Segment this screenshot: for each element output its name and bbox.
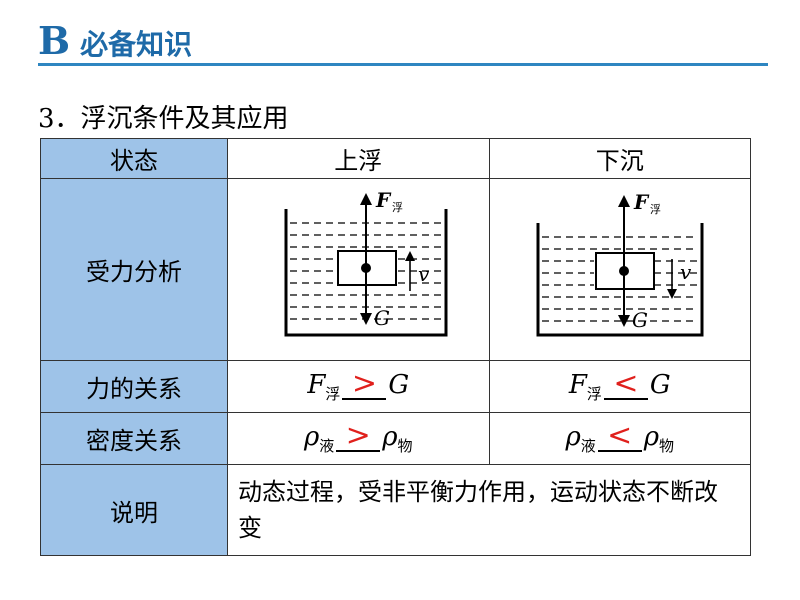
velocity-label: v [680, 260, 692, 284]
formula-right: G [649, 369, 671, 400]
sink-force-diagram: F 浮 G v [536, 190, 704, 336]
answer-blank: > [336, 420, 381, 452]
density-relation-float: ρ液>ρ物 [227, 412, 490, 465]
container-outline [284, 208, 448, 336]
row-label-state: 状态 [40, 138, 228, 179]
buoyancy-label: F [375, 188, 392, 212]
header-title: 必备知识 [80, 28, 193, 61]
formula-left: ρ [565, 421, 581, 452]
formula-left-sub: 浮 [325, 384, 341, 403]
water [541, 235, 698, 322]
density-relation-sink: ρ液<ρ物 [488, 412, 751, 465]
formula-right-sub: 物 [659, 436, 675, 455]
container-outline [536, 222, 704, 336]
diagram-cell-sink: F 浮 G v [488, 178, 751, 361]
formula-left: F [307, 369, 326, 400]
diagram-cell-float: F 浮 G v [227, 178, 490, 361]
formula-right: ρ [643, 421, 660, 452]
buoyancy-label: F [633, 190, 650, 214]
formula: ρ液<ρ物 [565, 420, 675, 455]
header-letter: B [38, 18, 71, 63]
formula-left: ρ [303, 421, 320, 452]
header-divider [38, 63, 768, 66]
table-row-note: 说明 动态过程，受非平衡力作用，运动状态不断改变 [40, 464, 751, 556]
header-float: 上浮 [227, 138, 490, 179]
row-label-force: 受力分析 [40, 178, 228, 361]
answer-blank: < [597, 420, 642, 452]
row-label-force-relation: 力的关系 [40, 360, 228, 413]
row-label-density-relation: 密度关系 [40, 412, 228, 465]
section-title: 3．浮沉条件及其应用 [38, 104, 289, 134]
formula-right: ρ [382, 421, 398, 452]
formula: ρ液>ρ物 [303, 420, 413, 455]
answer-blank: > [342, 368, 387, 400]
formula: F浮<G [568, 368, 671, 403]
velocity-arrowhead [405, 250, 416, 261]
row-label-note: 说明 [40, 464, 228, 556]
buoyancy-sub: 浮 [650, 203, 661, 216]
gravity-arrowhead [360, 312, 373, 325]
buoyancy-table: 状态 上浮 下沉 受力分析 [40, 138, 751, 556]
formula: F浮>G [307, 368, 410, 403]
table-row-force-relation: 力的关系 F浮>G F浮<G [40, 360, 751, 413]
buoyancy-arrowhead [360, 192, 373, 205]
buoyancy-sub: 浮 [392, 201, 403, 214]
formula-right-sub: 物 [397, 436, 413, 455]
table-row-force: 受力分析 [40, 178, 751, 361]
buoyancy-arrowhead [617, 194, 630, 207]
note-text: 动态过程，受非平衡力作用，运动状态不断改变 [227, 464, 751, 556]
formula-right: G [388, 369, 410, 400]
header-sink: 下沉 [488, 138, 751, 179]
float-force-diagram: F 浮 G v [284, 188, 448, 336]
gravity-label: G [374, 306, 390, 330]
answer-blank: < [603, 368, 648, 400]
force-relation-float: F浮>G [227, 360, 490, 413]
velocity-arrowhead [666, 288, 677, 299]
velocity-label: v [418, 262, 430, 286]
table-row-state: 状态 上浮 下沉 [40, 138, 751, 179]
section-header: B 必备知识 [38, 18, 193, 63]
formula-left-sub: 液 [580, 436, 596, 455]
gravity-label: G [632, 308, 648, 332]
table-row-density-relation: 密度关系 ρ液>ρ物 ρ液<ρ物 [40, 412, 751, 465]
formula-left-sub: 浮 [586, 384, 602, 403]
force-relation-sink: F浮<G [488, 360, 751, 413]
gravity-arrowhead [617, 314, 630, 327]
formula-left: F [568, 369, 587, 400]
formula-left-sub: 液 [319, 436, 335, 455]
